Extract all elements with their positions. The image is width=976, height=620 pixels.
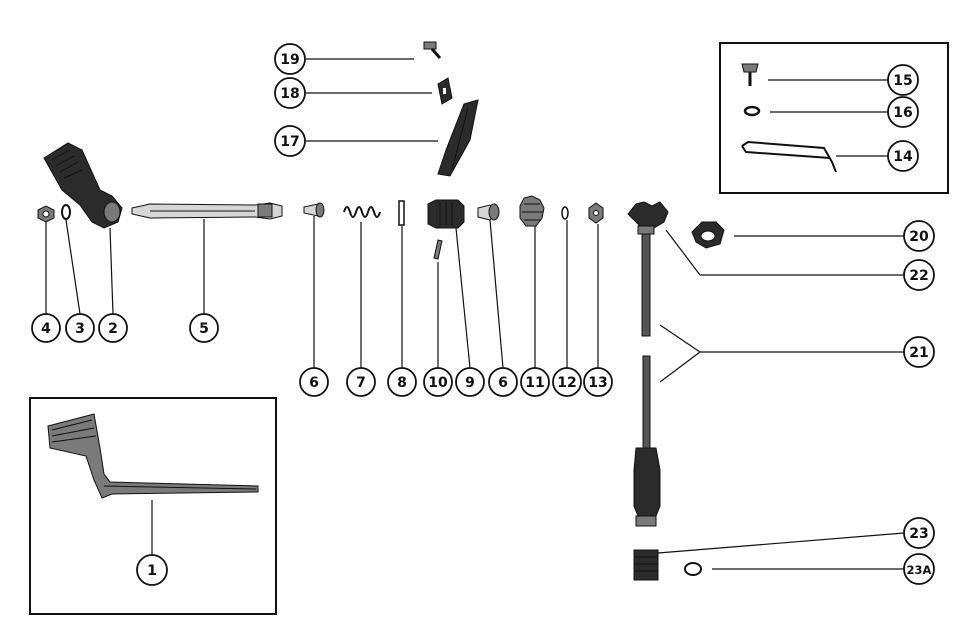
callout-16-label: 16	[893, 105, 912, 121]
callout-22: 22	[903, 259, 935, 291]
callout-5: 5	[189, 313, 219, 343]
callout-23-label: 23	[909, 526, 928, 542]
screw-part-19	[423, 41, 442, 59]
callout-19: 19	[274, 43, 306, 75]
o-ring-part-23a	[684, 562, 702, 576]
tiller-handle-assembly-part-1	[47, 413, 259, 499]
pin-part-8	[398, 200, 405, 226]
callout-2-label: 2	[108, 321, 118, 337]
callout-6-right-label: 6	[498, 375, 508, 391]
callout-6-right: 6	[488, 367, 518, 397]
callout-4: 4	[31, 313, 61, 343]
callout-18: 18	[274, 77, 306, 109]
callout-23a: 23A	[903, 553, 935, 585]
callout-10-label: 10	[428, 375, 448, 391]
callout-6-left: 6	[299, 367, 329, 397]
washer-part-12	[561, 206, 569, 220]
screw-part-15	[741, 63, 759, 86]
callout-1: 1	[136, 554, 168, 586]
roll-pin-part-10	[433, 239, 443, 260]
inset-box-tiller-assembly	[29, 397, 277, 615]
clip-part-20	[691, 221, 725, 249]
callout-18-label: 18	[280, 86, 299, 102]
callout-15: 15	[887, 64, 919, 96]
washer-part-3	[61, 204, 71, 220]
callout-8-label: 8	[397, 375, 407, 391]
callout-7: 7	[346, 367, 376, 397]
inset-box-hardware-kit	[719, 42, 949, 194]
callout-2: 2	[98, 313, 128, 343]
callout-17-label: 17	[280, 134, 299, 150]
plate-part-18	[437, 77, 453, 105]
callout-15-label: 15	[893, 73, 912, 89]
callout-6-left-label: 6	[309, 375, 319, 391]
callout-14-label: 14	[893, 149, 913, 165]
fitting-part-23	[633, 549, 659, 581]
callout-17: 17	[274, 125, 306, 157]
callout-11-label: 11	[525, 375, 544, 391]
lever-part-17	[437, 99, 479, 177]
callout-20-label: 20	[909, 229, 929, 245]
callout-13-label: 13	[588, 375, 607, 391]
callout-16: 16	[887, 96, 919, 128]
leader-lines	[45, 58, 905, 570]
callout-12: 12	[552, 367, 582, 397]
callout-11: 11	[520, 367, 550, 397]
callout-12-label: 12	[557, 375, 576, 391]
handle-grip-part-2	[43, 142, 123, 229]
nut-part-4	[37, 205, 55, 223]
callout-19-label: 19	[280, 52, 299, 68]
callout-3: 3	[65, 313, 95, 343]
callout-7-label: 7	[356, 375, 366, 391]
spring-part-7	[343, 206, 381, 218]
wire-clip-part-14	[741, 140, 837, 173]
callout-8: 8	[387, 367, 417, 397]
callout-4-label: 4	[41, 321, 51, 337]
callout-23a-label: 23A	[907, 563, 932, 577]
throttle-gear-part-9	[427, 199, 465, 229]
callout-9: 9	[455, 367, 485, 397]
steering-cable-part-21	[627, 201, 669, 527]
callout-20: 20	[903, 220, 935, 252]
callout-21-label: 21	[909, 345, 928, 361]
callout-23: 23	[903, 517, 935, 549]
callout-5-label: 5	[199, 321, 209, 337]
callout-1-label: 1	[147, 563, 157, 579]
gear-part-11	[519, 195, 545, 227]
bushing-part-6-right	[477, 203, 500, 221]
callout-9-label: 9	[465, 375, 475, 391]
callout-14: 14	[887, 140, 919, 172]
tiller-shaft-part-5	[131, 202, 283, 220]
bushing-part-6-left	[303, 202, 325, 218]
callout-22-label: 22	[909, 268, 928, 284]
callout-10: 10	[423, 367, 453, 397]
callout-21: 21	[903, 336, 935, 368]
washer-part-16	[743, 105, 761, 117]
nut-part-13	[588, 202, 604, 224]
callout-3-label: 3	[75, 321, 85, 337]
callout-13: 13	[583, 367, 613, 397]
